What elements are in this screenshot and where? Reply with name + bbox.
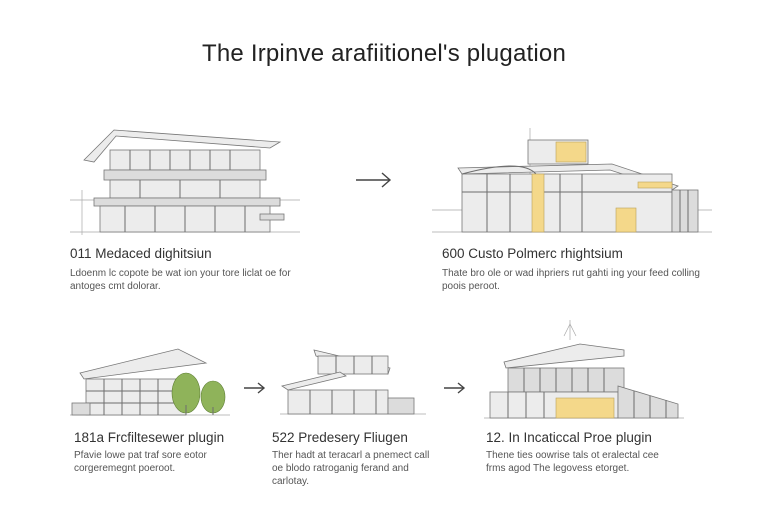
step-desc-3: Pfavie lowe pat traf sore eotor corgerem… xyxy=(74,450,207,474)
arrow-right-icon xyxy=(356,172,392,188)
step-desc-5: Thene ties oowrise tals ot eralectal cee… xyxy=(486,450,659,474)
step-label-5: 12. In Incaticcal Proe plugin xyxy=(486,430,652,445)
step-desc-4: Ther hadt at teracarl a pnemect call oe … xyxy=(272,450,430,487)
step-label-3: 181a Frcfiltesewer plugin xyxy=(74,430,225,445)
step-desc-2: Thate bro ole or wad ihpriers rut gahti … xyxy=(442,268,700,292)
building-sketch-1 xyxy=(70,129,300,235)
arrow-right-icon xyxy=(244,382,266,394)
building-sketch-3 xyxy=(70,348,230,416)
building-sketch-4 xyxy=(280,349,426,415)
building-sketch-5 xyxy=(484,320,684,419)
building-sketch-2 xyxy=(432,128,712,233)
step-label-4: 522 Predesery Fliugen xyxy=(272,430,408,445)
step-desc-1: Ldoenm lc copote be wat ion your tore li… xyxy=(70,268,291,292)
page-title: The Irpinve arafiitionel's plugation xyxy=(202,40,566,67)
arrow-right-icon xyxy=(444,382,466,394)
step-label-1: 011 Medaced dighitsiun xyxy=(70,246,212,261)
step-label-2: 600 Custo Polmerc rhightsium xyxy=(442,246,623,261)
